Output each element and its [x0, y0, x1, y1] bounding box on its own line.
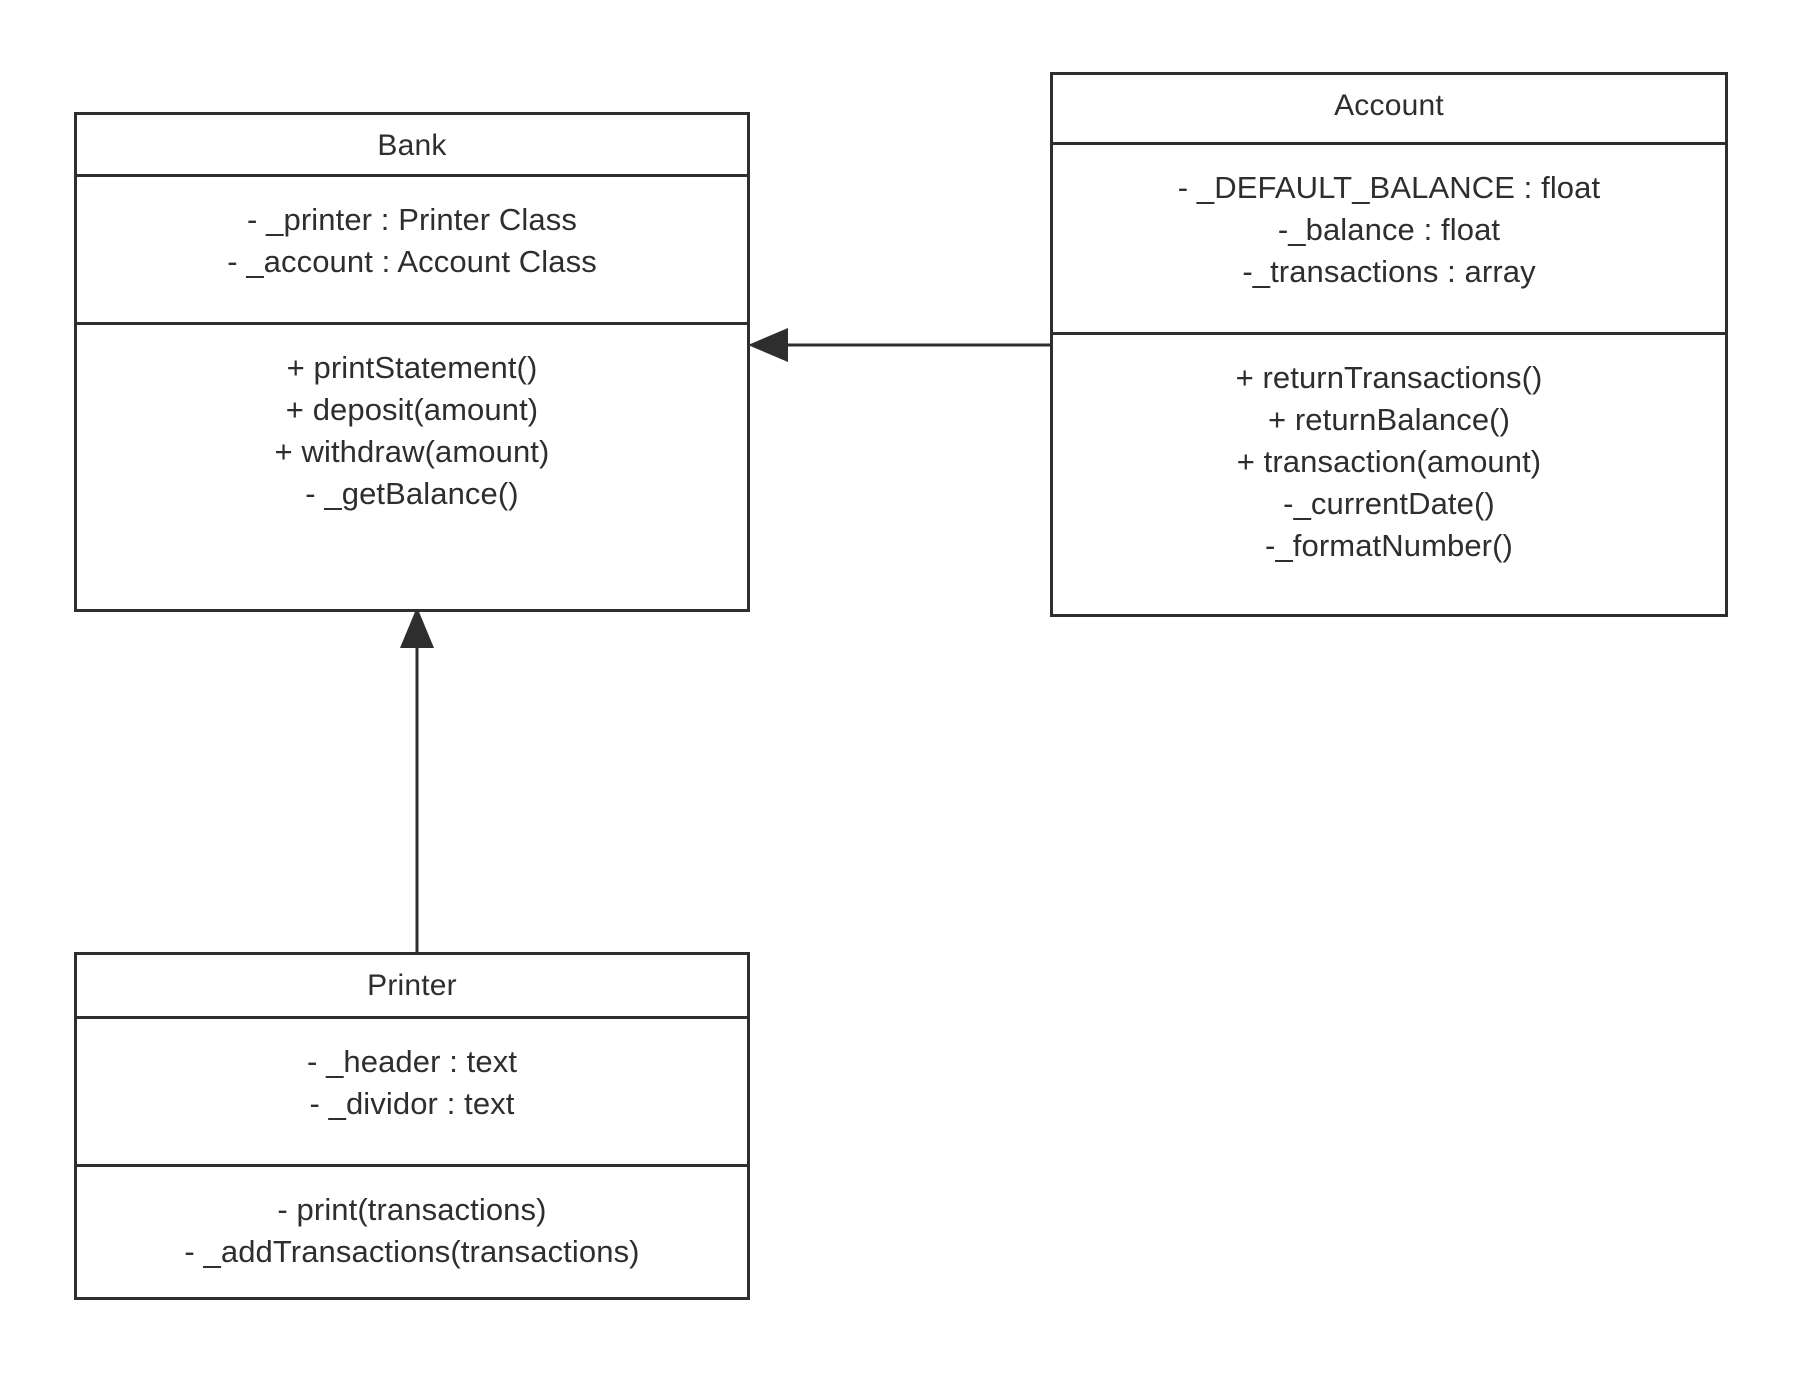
relationship-account-to-bank [748, 328, 1050, 362]
method-row: - print(transactions) [277, 1192, 547, 1227]
method-row: + returnBalance() [1267, 402, 1511, 437]
class-title-bank: Bank [377, 129, 447, 162]
method-row: + printStatement() [286, 350, 538, 385]
method-row: + deposit(amount) [285, 392, 539, 427]
class-title-printer: Printer [367, 969, 457, 1002]
class-name-compartment-printer: Printer [77, 955, 747, 1019]
method-row: - _addTransactions(transactions) [184, 1234, 640, 1269]
relationship-printer-to-bank [400, 607, 434, 955]
attribute-row: - _account : Account Class [227, 244, 597, 279]
attribute-row: - _dividor : text [309, 1086, 515, 1121]
uml-class-printer[interactable]: Printer - _header : text - _dividor : te… [74, 952, 750, 1300]
uml-class-account[interactable]: Account - _DEFAULT_BALANCE : float -_bal… [1050, 72, 1728, 617]
attributes-compartment-bank: - _printer : Printer Class - _account : … [77, 177, 747, 325]
methods-compartment-account: + returnTransactions() + returnBalance()… [1053, 335, 1725, 614]
method-row: + returnTransactions() [1235, 360, 1543, 395]
attribute-row: - _printer : Printer Class [247, 202, 577, 237]
methods-compartment-bank: + printStatement() + deposit(amount) + w… [77, 325, 747, 609]
methods-compartment-printer: - print(transactions) - _addTransactions… [77, 1167, 747, 1297]
method-row: - _getBalance() [305, 476, 519, 511]
arrowhead-icon-printer-bank [400, 607, 434, 648]
method-row: -_currentDate() [1283, 486, 1495, 521]
attributes-compartment-account: - _DEFAULT_BALANCE : float -_balance : f… [1053, 145, 1725, 335]
class-name-compartment-bank: Bank [77, 115, 747, 177]
arrowhead-icon-account-bank [748, 328, 788, 362]
class-name-compartment-account: Account [1053, 75, 1725, 145]
attribute-row: - _DEFAULT_BALANCE : float [1177, 170, 1601, 205]
method-row: -_formatNumber() [1265, 528, 1513, 563]
attribute-row: -_transactions : array [1242, 254, 1536, 289]
uml-class-bank[interactable]: Bank - _printer : Printer Class - _accou… [74, 112, 750, 612]
method-row: + transaction(amount) [1236, 444, 1542, 479]
class-title-account: Account [1334, 89, 1444, 122]
attribute-row: - _header : text [306, 1044, 518, 1079]
method-row: + withdraw(amount) [274, 434, 550, 469]
attribute-row: -_balance : float [1277, 212, 1501, 247]
attributes-compartment-printer: - _header : text - _dividor : text [77, 1019, 747, 1167]
